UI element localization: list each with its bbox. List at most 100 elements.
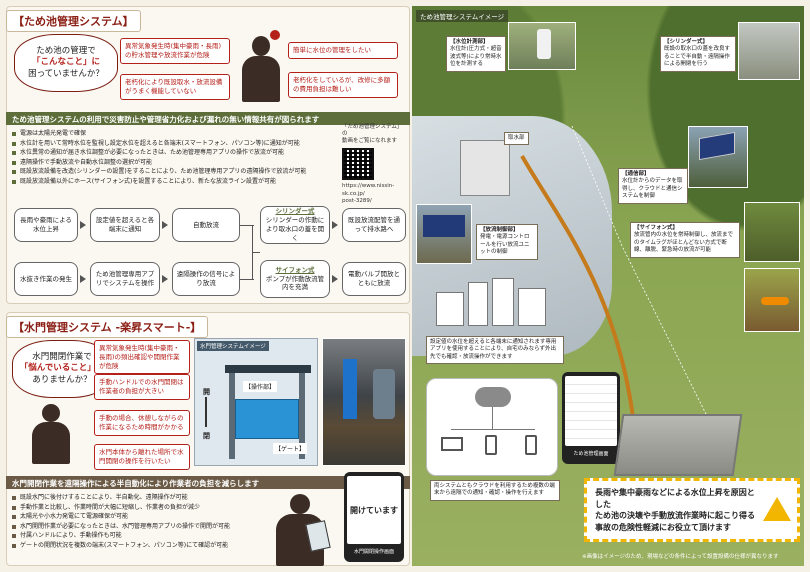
flow-notify: 設定値を超えると各端末に通知 bbox=[90, 208, 160, 242]
siphon-photo bbox=[744, 202, 800, 262]
worry-bubble: 簡単に水位の管理をしたい bbox=[288, 42, 398, 59]
cloud-diagram bbox=[426, 378, 558, 476]
suimon-bullet-list: 既設水門に後付けすることにより、半自動化、遠隔操作が可能 手動作業と比較し、作業… bbox=[12, 493, 230, 551]
person-with-tablet-icon bbox=[268, 494, 334, 566]
solar-photo bbox=[688, 126, 748, 188]
flow-auto: 自動放流 bbox=[172, 208, 240, 242]
tameike-title: 【ため池管理システム】 bbox=[6, 10, 141, 32]
speech-line-emphasis: 「こんなこと」に bbox=[31, 57, 100, 68]
callout-title: 【サイフォン式】 bbox=[634, 225, 679, 231]
flow-cylinder-title: シリンダー式 bbox=[275, 207, 315, 216]
cylinder-callout: 【シリンダー式】 既設の取水口の蓋を改良することで半自動・遠隔操作による開閉を行… bbox=[660, 36, 736, 72]
callout-body: 放流管内の水位を常時制御し、放流までのタイムラグがほとんどない方式で断線、離脱、… bbox=[634, 232, 734, 254]
town-icon bbox=[432, 272, 552, 328]
worry-bubble: 水門本体から離れた場所で水門開閉の操作を行いたい bbox=[94, 444, 190, 470]
flow-siphon: サイフォン式 ポンプが作動放流管内を充満 bbox=[260, 260, 330, 298]
worry-bubble: 異常気象発生時(集中豪雨・長雨)の貯水管理や放流作業が危険 bbox=[120, 38, 230, 64]
callout-title: 【通信部】 bbox=[622, 171, 650, 177]
suimon-benefit-band: 水門開閉作業を遠隔操作による半自動化により作業者の負担を減らします bbox=[6, 476, 410, 489]
callout-body: 水位計からのデータを取得し、クラウドと通信システムを制御 bbox=[622, 178, 683, 200]
gate-part-label: 【ゲート】 bbox=[273, 443, 308, 454]
app-caption: ため池管理画面 bbox=[573, 451, 609, 457]
cylinder-photo bbox=[738, 22, 800, 80]
warning-box: 長雨や集中豪雨などによる水位上昇を原因とした ため池の決壊や手動放流作業時に起こ… bbox=[584, 478, 800, 543]
control-callout: 【放流制御部】 発電・電源コントロールを行い放流ユニットの制御 bbox=[476, 224, 538, 260]
footnote: ※画像はイメージのため、現場などの条件によって設置設備の仕様が異なります bbox=[582, 554, 779, 560]
warning-icon bbox=[763, 497, 791, 521]
arrow-right-icon bbox=[162, 275, 168, 283]
comm-callout: 【通信部】 水位計からのデータを取得し、クラウドと通信システムを制御 bbox=[618, 168, 688, 204]
worry-bubble: 老朽化により既設取水・放流設備がうまく機能していない bbox=[120, 74, 230, 100]
app-phone: ため池管理画面 bbox=[562, 372, 620, 464]
worry-bubble: 老朽化をしているが、改修に多額の費用負担は難しい bbox=[288, 72, 398, 98]
speech-line-emphasis: 「悩んでいること」は bbox=[19, 363, 105, 374]
siphon-callout: 【サイフォン式】 放流管内の水位を常時制御し、放流までのタイムラグがほとんどない… bbox=[630, 222, 740, 258]
tameike-bullet-list: 電源は太陽光発電で確保 水位計を用いて常時水位を監視し設定水位を超えると各端末(… bbox=[12, 129, 306, 187]
callout-body: 既設の取水口の蓋を改良することで半自動・遠隔操作による開閉を行う bbox=[664, 46, 731, 68]
bullet-item: 太陽光や小水力発電にて電源確保が可能 bbox=[12, 512, 230, 522]
close-label: 閉 bbox=[203, 432, 210, 440]
callout-title: 【シリンダー式】 bbox=[664, 39, 709, 45]
suimon-title: 【水門管理システム -楽昇スマート-】 bbox=[6, 316, 209, 338]
speech-line: ありませんか？ bbox=[32, 374, 92, 385]
bullet-item: 遠隔操作で手動放流や自動水位調整の選択が可能 bbox=[12, 158, 306, 168]
qr-url[interactable]: post-3289/ bbox=[342, 197, 372, 204]
bullet-item: 手動作業と比較し、作業時間が大幅に短縮し、作業者の負担が減少 bbox=[12, 503, 230, 513]
control-shed bbox=[460, 140, 510, 196]
qr-caption: 「ため池管理システム」の bbox=[342, 124, 403, 138]
notify-callout: 設定値の水位を超えると各端末に通知されます専用アプリを使用することにより、自宅の… bbox=[426, 336, 564, 365]
water-gauge-callout: 【水位計測部】 水位計(圧力式・超音波式等)により常時水位を計測する bbox=[446, 36, 506, 72]
image-title: ため池管理システムイメージ bbox=[416, 10, 509, 22]
discharge-photo bbox=[744, 268, 800, 332]
arrow-right-icon bbox=[332, 275, 338, 283]
arrow-right-icon bbox=[162, 221, 168, 229]
flow-app: ため池管理専用アプリでシステムを操作 bbox=[90, 262, 160, 296]
connector bbox=[240, 225, 254, 226]
warning-line: 長雨や集中豪雨などによる水位上昇を原因とした bbox=[595, 488, 755, 509]
phone-caption: 水門開閉操作画面 bbox=[353, 549, 394, 555]
worry-bubble: 異常気象発生時(集中豪雨・長雨)の頻出確認や開閉作業が危険 bbox=[94, 340, 190, 375]
worry-bubble: 手動の場合、休憩しながらの作業になるため時間がかかる bbox=[94, 410, 190, 436]
flow-remote: 遠隔操作の信号により放流 bbox=[172, 262, 240, 296]
warning-line: 事故の危険性軽減にお役立て頂けます bbox=[595, 522, 731, 532]
flow-cylinder: シリンダー式 シリンダーの作動により取水口の蓋を開く bbox=[260, 206, 330, 244]
flow-existing: 既設放流配管を通って排水路へ bbox=[342, 208, 406, 242]
gate-photo bbox=[322, 338, 406, 466]
callout-title: 【水位計測部】 bbox=[450, 39, 489, 45]
worried-person-icon bbox=[26, 402, 76, 464]
gate-illustration: 水門管理システムイメージ 開 閉 【操作部】 【ゲート】 bbox=[194, 338, 318, 466]
callout-body: 発電・電源コントロールを行い放流ユニットの制御 bbox=[480, 234, 530, 256]
connector bbox=[252, 252, 260, 253]
arrow-right-icon bbox=[80, 275, 86, 283]
worried-person-icon bbox=[236, 30, 286, 102]
bullet-item: 電源は太陽光発電で確保 bbox=[12, 129, 306, 139]
speech-line: 水門開閉作業で bbox=[32, 352, 92, 363]
cloud-icon bbox=[475, 387, 511, 407]
worry-bubble: 手動ハンドルでの水門開閉は作業者の負担が大きい bbox=[94, 374, 190, 400]
bullet-item: 既設放流設備を改造(シリンダーの設置)をすることにより、ため池管理専用アプリの遠… bbox=[12, 167, 306, 177]
bullet-item: 水門開閉作業が必要になったときは、水門管理専用アプリの操作で開閉が可能 bbox=[12, 522, 230, 532]
discharge-basin bbox=[613, 414, 743, 476]
qr-box: 「ため池管理システム」の 動画をご覧になれます https://www.niss… bbox=[342, 124, 406, 204]
smartphone-icon bbox=[485, 435, 497, 455]
phone-screen: 開けています bbox=[347, 476, 401, 544]
flow-adjust: 水抜き作業の発生 bbox=[14, 262, 78, 296]
flow-rain: 長雨や豪雨による水位上昇 bbox=[14, 208, 78, 242]
qr-code-icon[interactable] bbox=[342, 148, 374, 181]
bullet-item: ゲートの開閉状況を複数の端末(スマートフォン、パソコン等)にて確認が可能 bbox=[12, 541, 230, 551]
speech-line: 困っていませんか？ bbox=[28, 68, 104, 79]
gate-phone: 開けています 水門開閉操作画面 bbox=[344, 472, 404, 562]
callout-body: 水位計(圧力式・超音波式等)により常時水位を計測する bbox=[450, 46, 502, 68]
bullet-item: 水位異常の通知が届き水位調整が必要になったときは、ため池管理専用アプリの操作で放… bbox=[12, 148, 306, 158]
water-gauge-photo bbox=[508, 22, 576, 70]
qr-caption: 動画をご覧になれます bbox=[342, 138, 398, 145]
flow-cylinder-body: シリンダーの作動により取水口の蓋を開く bbox=[265, 216, 325, 242]
left-column: 【ため池管理システム】 ため池の管理で 「こんなこと」に 困っていませんか？ 異… bbox=[6, 6, 410, 566]
cloud-callout: 両システムともクラウドを利用するため複数の端末から遠隔での通知・確認・操作を行え… bbox=[430, 480, 560, 501]
flow-siphon-body: ポンプが作動放流管内を充満 bbox=[265, 274, 325, 292]
hose-line bbox=[520, 125, 713, 477]
bullet-item: 既設放流設備以外にホース(サイフォン式)を設置することにより、新たな放流ライン設… bbox=[12, 177, 306, 187]
warning-line: ため池の決壊や手動放流作業時に起こり得る bbox=[595, 511, 755, 521]
qr-url[interactable]: https://www.nissin-sk.co.jp/ bbox=[342, 183, 395, 197]
intake-callout: 取水部 bbox=[504, 132, 529, 146]
